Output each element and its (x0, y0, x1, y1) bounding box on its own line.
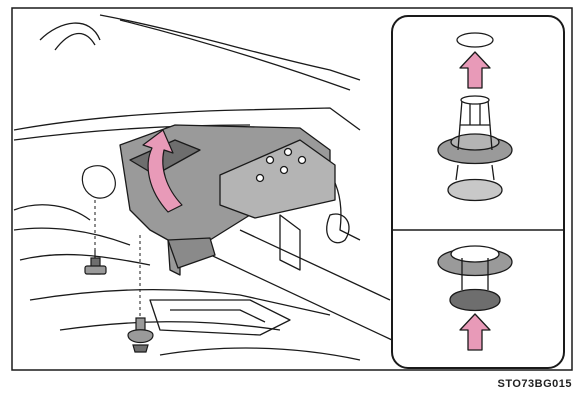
clip-hole (457, 33, 493, 47)
clip-detail-inset (392, 16, 564, 368)
figure-code: STO73BG015 (497, 378, 572, 390)
